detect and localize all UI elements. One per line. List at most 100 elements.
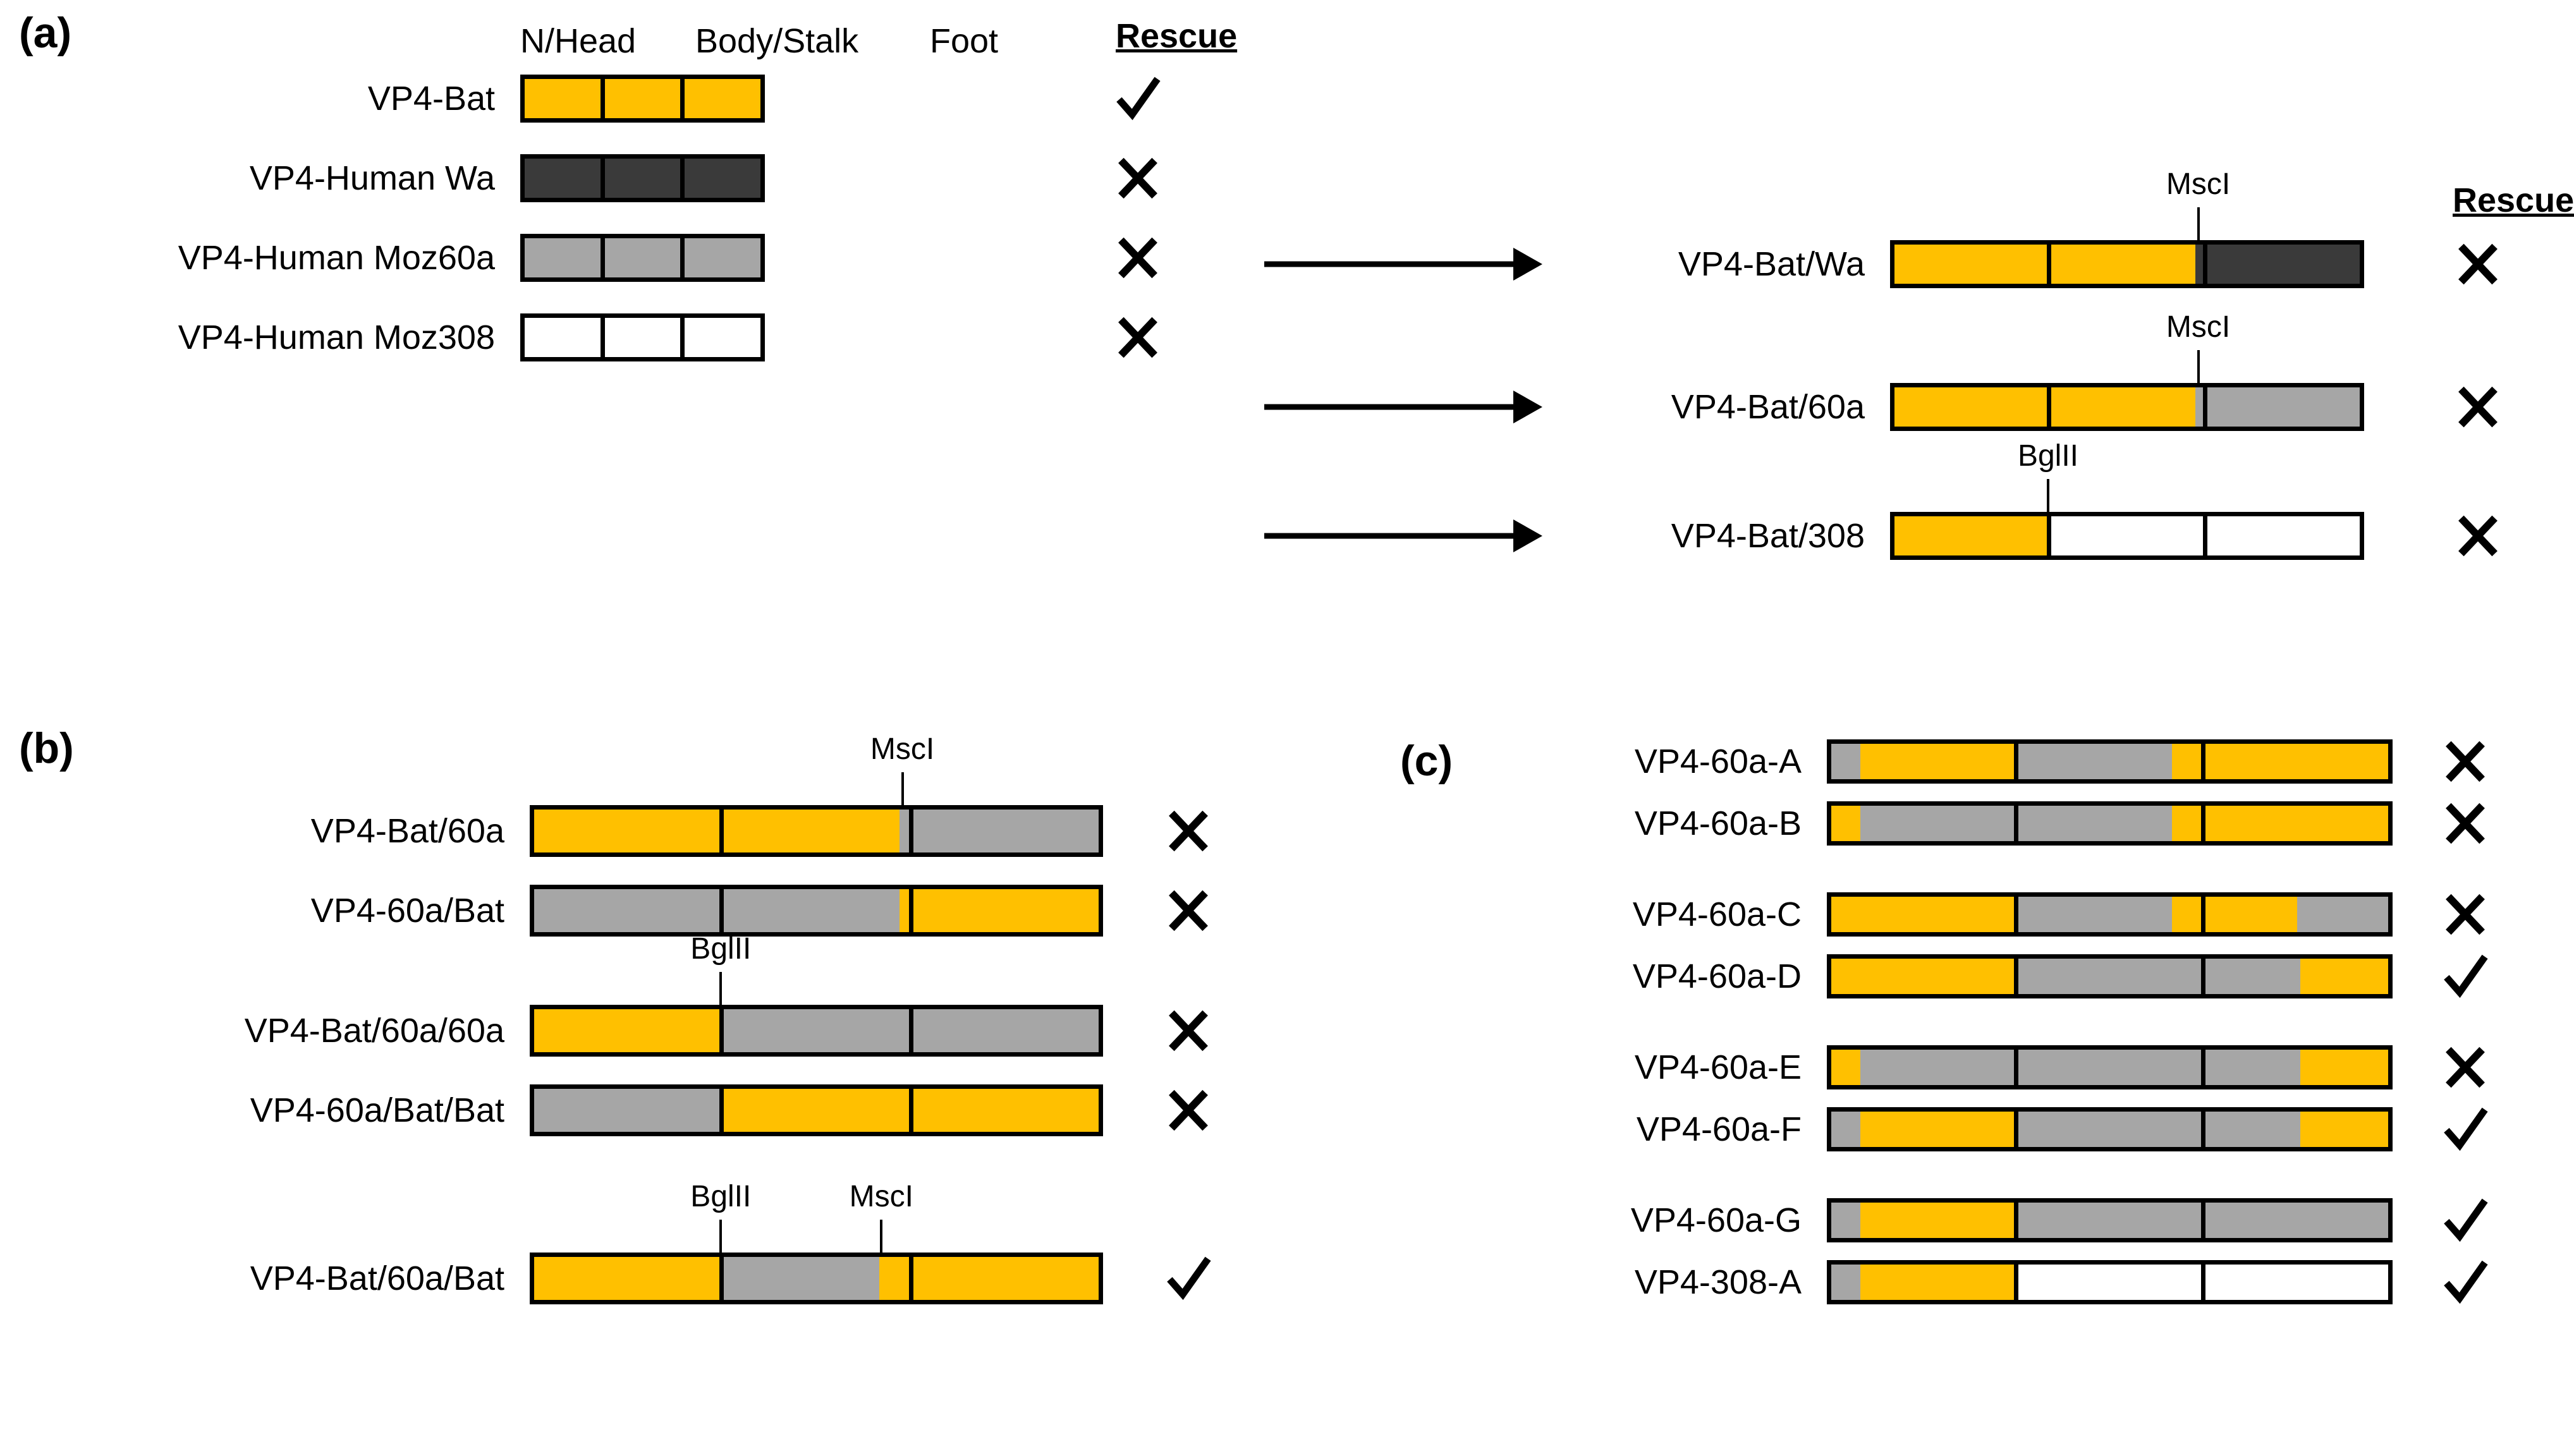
bar-subsegment-bat-yellow xyxy=(1894,516,2047,555)
construct-label: VP4-Bat/60a/60a xyxy=(244,1012,504,1050)
construct-label: VP4-60a-G xyxy=(1630,1201,1802,1239)
bar-subsegment-moz60a-gray xyxy=(2018,897,2172,932)
bar-subsegment-moz308-white xyxy=(2207,516,2360,555)
rescue-cross-icon xyxy=(2442,738,2489,785)
construct-label: VP4-Bat xyxy=(367,80,495,118)
bar-subsegment-bat-yellow xyxy=(1860,1112,2014,1147)
bar-subsegment-moz60a-gray xyxy=(2205,1112,2301,1147)
bar-subsegment-bat-yellow xyxy=(604,79,681,118)
bar-subsegment-moz60a-gray xyxy=(2018,1050,2201,1085)
bar-subsegment-bat-yellow xyxy=(913,889,1099,932)
bar-subsegment-moz60a-gray xyxy=(534,1089,719,1132)
bar-segment-1 xyxy=(525,159,601,198)
bar-subsegment-moz60a-gray xyxy=(724,889,900,932)
bar-subsegment-bat-yellow xyxy=(1860,1265,2014,1300)
bar-segment-2 xyxy=(2014,1050,2201,1085)
rescue-cross-icon xyxy=(2455,384,2501,430)
rescue-cross-icon xyxy=(2442,1044,2489,1091)
construct-bar xyxy=(520,313,765,361)
construct-label: VP4-Bat/60a/Bat xyxy=(250,1259,504,1297)
bar-subsegment-moz308-white xyxy=(2051,516,2204,555)
bar-segment-1 xyxy=(534,1009,719,1052)
bar-subsegment-moz60a-gray xyxy=(1831,1203,1861,1238)
bar-subsegment-moz60a-gray xyxy=(2296,897,2388,932)
rescue-cross-icon xyxy=(1165,1087,1212,1134)
transition-arrow xyxy=(1264,248,1542,281)
column-header-foot: Foot xyxy=(929,22,999,60)
construct-bar xyxy=(1890,383,2364,431)
bar-subsegment-moz60a-gray xyxy=(534,889,719,932)
bar-subsegment-moz60a-gray xyxy=(2018,744,2172,779)
bar-subsegment-bat-yellow xyxy=(1860,1203,2014,1238)
construct-bar xyxy=(520,75,765,123)
construct-bar xyxy=(1827,1107,2393,1151)
construct-label: VP4-308-A xyxy=(1634,1263,1802,1301)
bar-subsegment-bat-yellow xyxy=(1894,387,2047,427)
rescue-header-right: Rescue xyxy=(2453,181,2574,219)
bar-subsegment-bat-yellow xyxy=(534,1009,719,1052)
construct-bar xyxy=(520,234,765,282)
bar-segment-3 xyxy=(2201,1112,2388,1147)
bar-subsegment-bat-yellow xyxy=(1860,744,2014,779)
restriction-site-label: MscI xyxy=(870,732,935,766)
construct-bar xyxy=(1827,1198,2393,1242)
bar-segment-2 xyxy=(2014,744,2201,779)
bar-subsegment-human-wa-dark xyxy=(2207,245,2360,284)
bar-segment-1 xyxy=(1894,245,2047,284)
bar-segment-3 xyxy=(2201,1265,2388,1300)
rescue-cross-icon xyxy=(1165,1007,1212,1054)
bar-subsegment-bat-yellow xyxy=(534,810,719,852)
bar-subsegment-bat-yellow xyxy=(685,79,760,118)
construct-label: VP4-60a-C xyxy=(1632,895,1802,933)
construct-label: VP4-Human Moz60a xyxy=(178,239,495,277)
bar-segment-2 xyxy=(2014,1265,2201,1300)
bar-subsegment-moz60a-gray xyxy=(2018,806,2172,841)
rescue-cross-icon xyxy=(1165,808,1212,854)
rescue-cross-icon xyxy=(2442,800,2489,847)
rescue-check-icon xyxy=(1114,75,1161,122)
bar-segment-1 xyxy=(525,318,601,357)
construct-bar xyxy=(530,885,1103,937)
rescue-cross-icon xyxy=(1114,314,1161,361)
construct-label: VP4-60a-D xyxy=(1632,957,1802,995)
rescue-check-icon xyxy=(2442,1259,2489,1306)
construct-bar xyxy=(1827,954,2393,998)
bar-segment-1 xyxy=(1831,1050,2014,1085)
construct-bar xyxy=(1827,892,2393,937)
bar-segment-2 xyxy=(600,318,681,357)
bar-subsegment-bat-yellow xyxy=(1831,897,2014,932)
restriction-site-label: BglII xyxy=(690,932,752,966)
bar-segment-3 xyxy=(909,889,1099,932)
bar-segment-2 xyxy=(2014,897,2201,932)
bar-segment-2 xyxy=(2014,1203,2201,1238)
bar-subsegment-bat-yellow xyxy=(2205,744,2388,779)
bar-segment-2 xyxy=(2046,245,2204,284)
bar-segment-1 xyxy=(1831,806,2014,841)
bar-subsegment-moz308-white xyxy=(525,318,601,357)
construct-label: VP4-Human Moz308 xyxy=(178,318,495,356)
rescue-header-left: Rescue xyxy=(1116,17,1238,55)
bar-segment-1 xyxy=(525,79,601,118)
bar-segment-3 xyxy=(680,238,760,277)
bar-segment-3 xyxy=(909,1257,1099,1300)
bar-segment-1 xyxy=(534,1089,719,1132)
bar-subsegment-bat-yellow xyxy=(900,889,909,932)
restriction-site-tick xyxy=(2197,207,2200,240)
bar-segment-2 xyxy=(719,1089,909,1132)
bar-segment-2 xyxy=(719,1257,909,1300)
bar-subsegment-bat-yellow xyxy=(2205,897,2297,932)
bar-subsegment-bat-yellow xyxy=(2300,959,2388,994)
bar-segment-2 xyxy=(600,159,681,198)
bar-subsegment-moz60a-gray xyxy=(525,238,601,277)
rescue-check-icon xyxy=(2442,1197,2489,1244)
restriction-site-label: BglII xyxy=(2017,439,2079,473)
bar-segment-3 xyxy=(2201,744,2388,779)
bar-segment-3 xyxy=(2203,245,2360,284)
bar-segment-3 xyxy=(2201,897,2388,932)
bar-segment-1 xyxy=(1831,1112,2014,1147)
bar-subsegment-moz60a-gray xyxy=(2195,387,2204,427)
construct-bar xyxy=(1827,1260,2393,1304)
bar-subsegment-moz60a-gray xyxy=(1831,744,1861,779)
bar-subsegment-bat-yellow xyxy=(879,1257,909,1300)
rescue-check-icon xyxy=(2442,953,2489,1000)
